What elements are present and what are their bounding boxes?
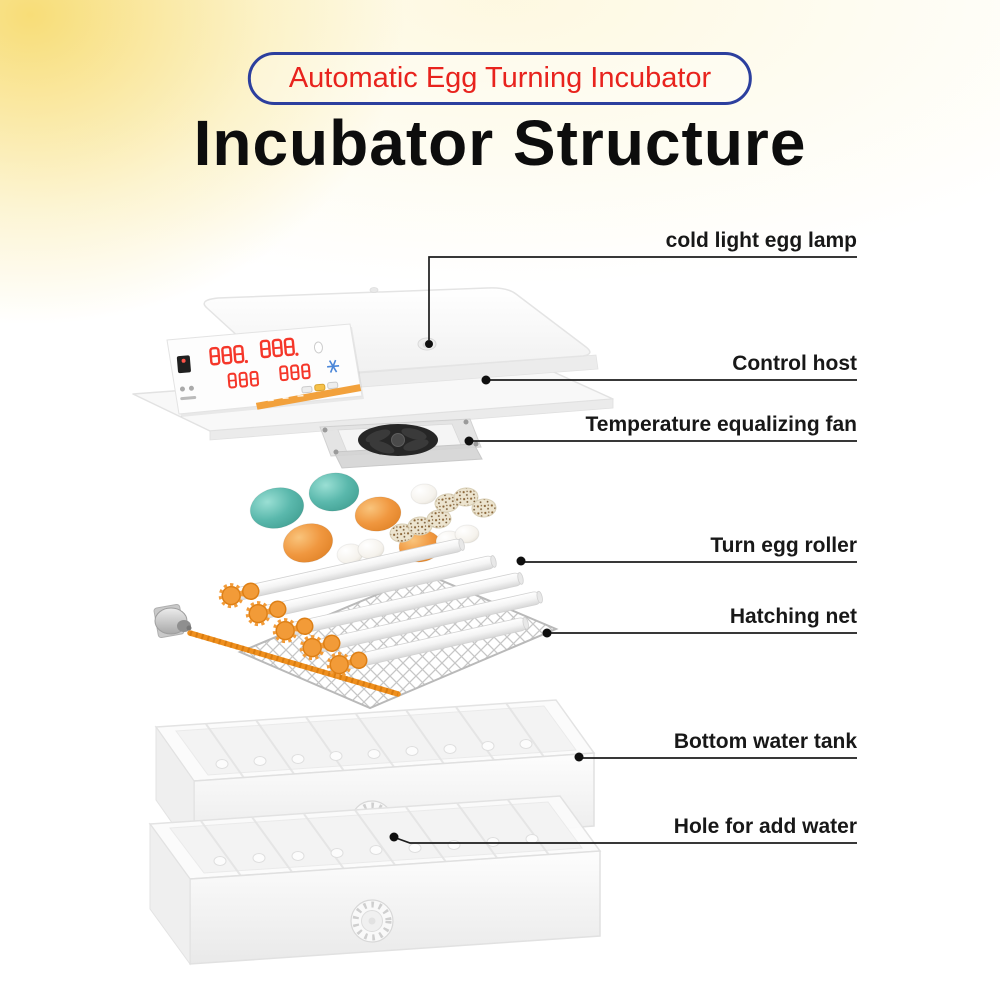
- control-panel: [166, 323, 364, 417]
- egg-roller-tube: [272, 572, 524, 644]
- brand-strip: [255, 384, 362, 410]
- callout-tank: Bottom water tank: [673, 730, 857, 753]
- egg-icon: [313, 341, 323, 354]
- callout-water-hole: Hole for add water: [673, 815, 857, 838]
- leader-dots: [389, 340, 584, 842]
- leader-water-hole: [395, 837, 857, 844]
- header-badge: Automatic Egg Turning Incubator: [247, 52, 753, 105]
- egg-roller-tube: [218, 538, 465, 609]
- led-display-humidity: [259, 337, 299, 359]
- callout-fan: Temperature equalizing fan: [585, 413, 858, 436]
- page-title: Incubator Structure: [193, 107, 807, 179]
- water-fill-cap-lower: [350, 899, 394, 943]
- snowflake-icon: [327, 359, 340, 373]
- callout-egg-lamp: cold light egg lamp: [665, 229, 857, 252]
- callout-roller: Turn egg roller: [710, 534, 857, 557]
- leader-egg-lamp: [428, 256, 857, 340]
- vent-hole: [369, 287, 379, 293]
- callout-control-host: Control host: [732, 352, 857, 375]
- led-display-temperature: [208, 344, 248, 366]
- bottom-water-tank-lower: [148, 795, 602, 966]
- egg-roller-tube: [299, 590, 543, 661]
- eggs: [249, 472, 497, 565]
- roller-motor: [153, 603, 192, 639]
- threaded-rod: [187, 630, 401, 697]
- hatching-net: [237, 572, 559, 710]
- temperature-equalizing-fan: [319, 418, 483, 469]
- panel-buttons: [301, 381, 339, 394]
- egg-roller-tube: [245, 555, 497, 627]
- power-switch: [176, 355, 191, 374]
- leader-lines: [389, 256, 857, 844]
- turn-egg-rollers: [153, 538, 543, 697]
- egg-roller-tube: [326, 616, 529, 678]
- callout-net: Hatching net: [729, 605, 857, 628]
- indicator-icons: [179, 385, 197, 401]
- control-host-lid: [132, 287, 614, 441]
